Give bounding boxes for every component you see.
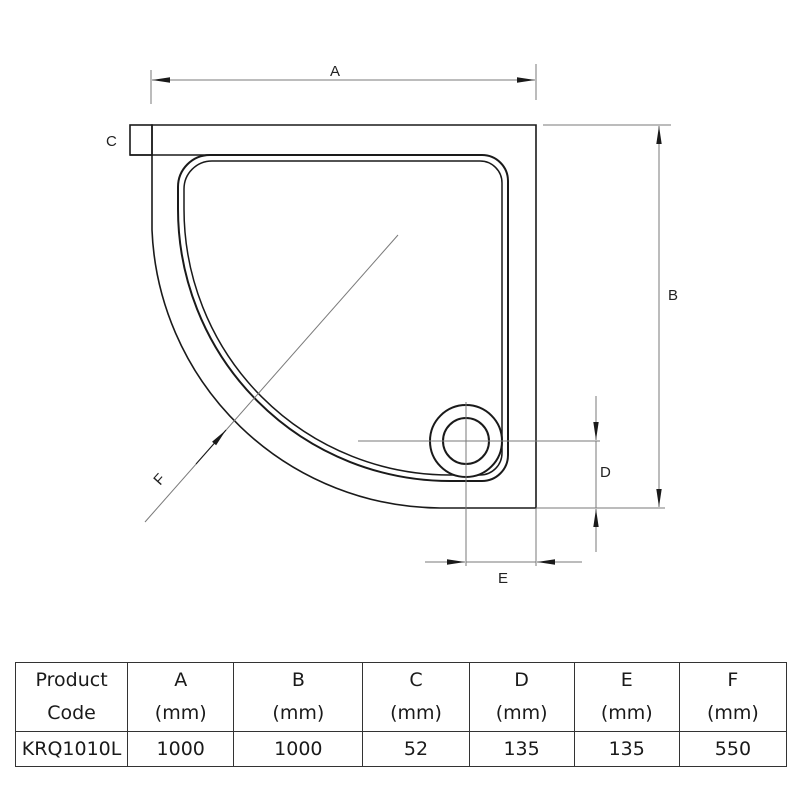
header-b: B(mm): [233, 662, 364, 732]
cell-b: 1000: [233, 731, 364, 767]
dimension-f: [144, 234, 399, 523]
tray-outer-outline: [151, 124, 537, 509]
cell-f: 550: [678, 731, 788, 767]
header-f: F(mm): [678, 662, 788, 732]
header-e: E(mm): [573, 662, 680, 732]
header-c: C(mm): [362, 662, 470, 732]
label-a: A: [330, 63, 340, 80]
cell-e: 135: [573, 731, 680, 767]
dimension-a: [150, 64, 537, 104]
table-row: KRQ1010L 1000 1000 52 135 135 550: [14, 731, 788, 767]
waste-centerlines: [358, 402, 604, 566]
label-b: B: [668, 287, 678, 304]
label-d: D: [600, 464, 611, 481]
header-d: D(mm): [468, 662, 575, 732]
dimension-b: [543, 124, 671, 509]
shower-tray-diagram: A C B D E F: [106, 63, 678, 587]
cell-d: 135: [468, 731, 575, 767]
header-a: A(mm): [127, 662, 235, 732]
cell-a: 1000: [127, 731, 235, 767]
label-e: E: [498, 570, 508, 587]
lip-c-box: [129, 124, 153, 156]
cell-c: 52: [362, 731, 470, 767]
cell-product-code: KRQ1010L: [14, 731, 129, 767]
tray-inner-well: [177, 154, 509, 482]
label-f: F: [150, 470, 169, 488]
label-c: C: [106, 133, 117, 150]
